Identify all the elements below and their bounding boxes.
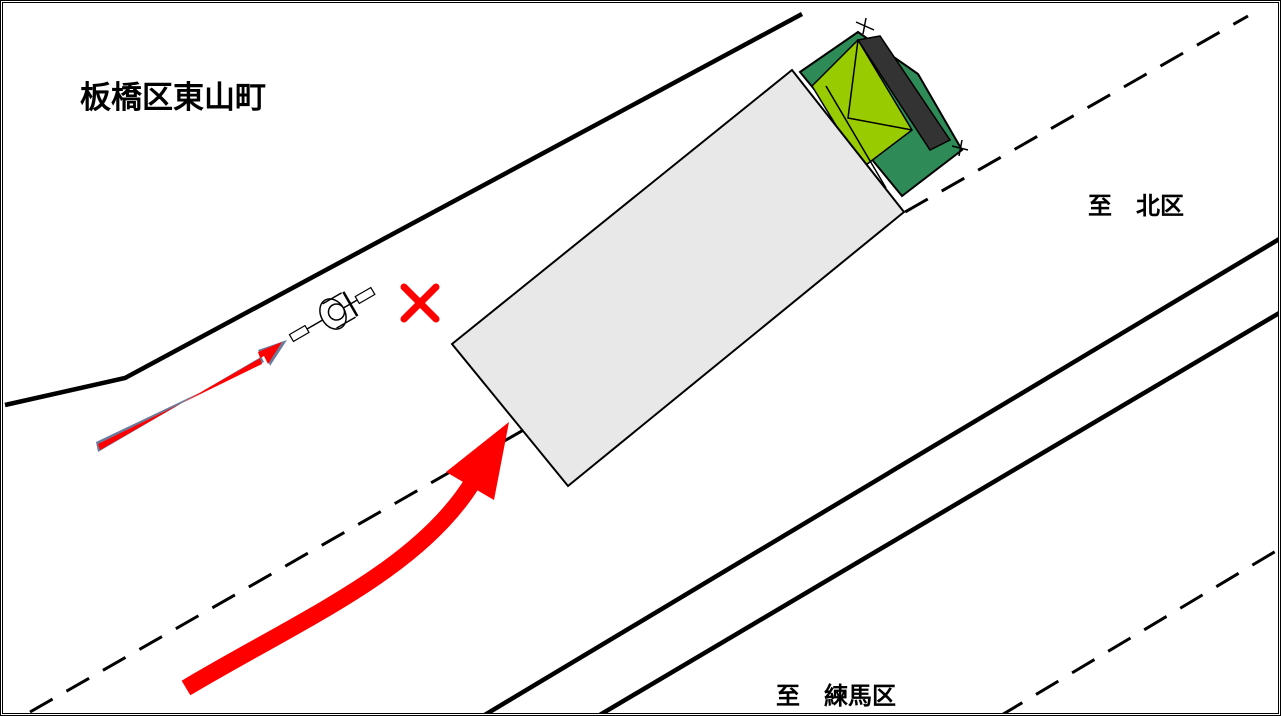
direction-north-label: 至 北区 — [1088, 192, 1184, 220]
road-edge-median-bottom — [598, 311, 1278, 713]
truck-cab — [798, 17, 969, 198]
lane-divider-dashed-lower — [1002, 548, 1278, 713]
collision-mark-icon — [400, 283, 440, 323]
road-edge-upper — [4, 12, 804, 408]
road-edge-median-top — [483, 237, 1278, 713]
lane-divider-dashed — [29, 14, 1249, 713]
truck-turn-arrow — [181, 422, 509, 696]
bicycle-rider-icon — [288, 286, 376, 343]
cyclist-path-arrow — [96, 340, 287, 452]
place-name-label: 板橋区東山町 — [80, 80, 266, 116]
direction-nerima-label: 至 練馬区 — [776, 682, 896, 710]
truck-cargo — [450, 68, 906, 488]
